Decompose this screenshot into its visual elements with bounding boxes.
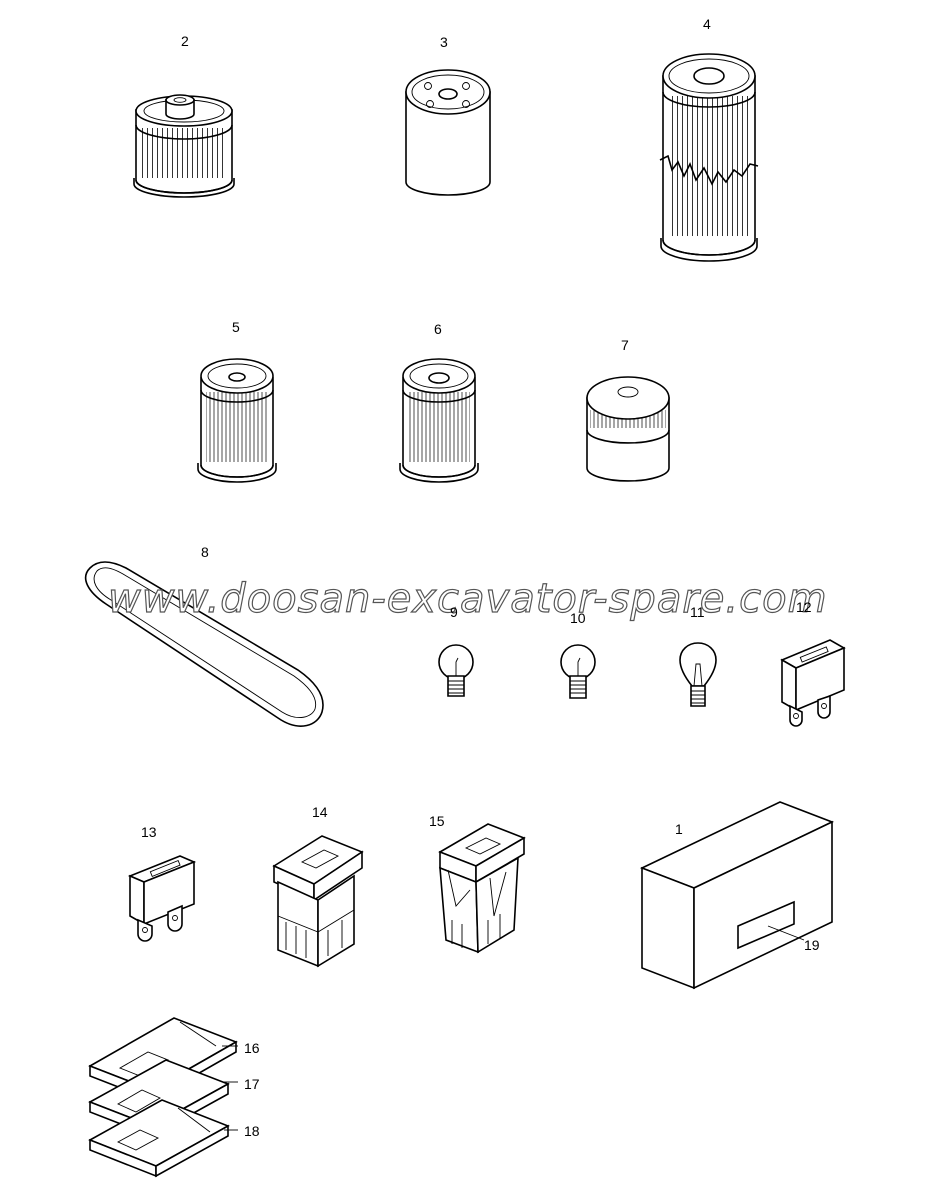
part-10-bulb: 10 — [560, 610, 596, 699]
part-4-filter-element: 4 — [659, 16, 759, 262]
part-11-bulb: 11 — [679, 604, 717, 707]
part-8-label: 8 — [201, 544, 209, 560]
part-1-box: 1 19 — [639, 801, 835, 990]
part-14-cartridge-fuse: 14 — [272, 804, 364, 968]
part-18-label: 18 — [244, 1123, 260, 1139]
part-6-filter-element: 6 — [399, 321, 479, 483]
part-6-label: 6 — [434, 321, 442, 337]
part-3-label: 3 — [440, 34, 448, 50]
watermark-text: www.doosan-excavator-spare.com — [108, 576, 828, 622]
part-11-label: 11 — [690, 604, 705, 620]
part-13-label: 13 — [141, 824, 157, 840]
part-7-oil-filter: 7 — [586, 337, 670, 482]
part-10-label: 10 — [570, 610, 586, 626]
part-4-label: 4 — [703, 16, 711, 32]
part-9-label: 9 — [450, 604, 458, 620]
part-12-label: 12 — [796, 599, 812, 615]
part-19-label: 19 — [804, 937, 820, 953]
part-14-label: 14 — [312, 804, 328, 820]
part-16-label: 16 — [244, 1040, 260, 1056]
part-18-manual: 18 — [88, 1099, 260, 1178]
part-7-label: 7 — [621, 337, 629, 353]
part-9-bulb: 9 — [438, 604, 474, 697]
part-12-blade-fuse: 12 — [780, 599, 846, 727]
part-17-label: 17 — [244, 1076, 260, 1092]
part-15-cartridge-fuse: 15 — [429, 813, 526, 954]
part-1-label: 1 — [675, 821, 683, 837]
part-15-label: 15 — [429, 813, 445, 829]
part-5-label: 5 — [232, 319, 240, 335]
part-3-fuel-filter: 3 — [405, 34, 491, 196]
part-8-v-belt: 8 — [84, 544, 324, 727]
part-5-filter-element: 5 — [197, 319, 277, 483]
part-2-filter-element: 2 — [133, 33, 235, 198]
part-2-label: 2 — [181, 33, 189, 49]
part-13-blade-fuse: 13 — [127, 824, 197, 942]
